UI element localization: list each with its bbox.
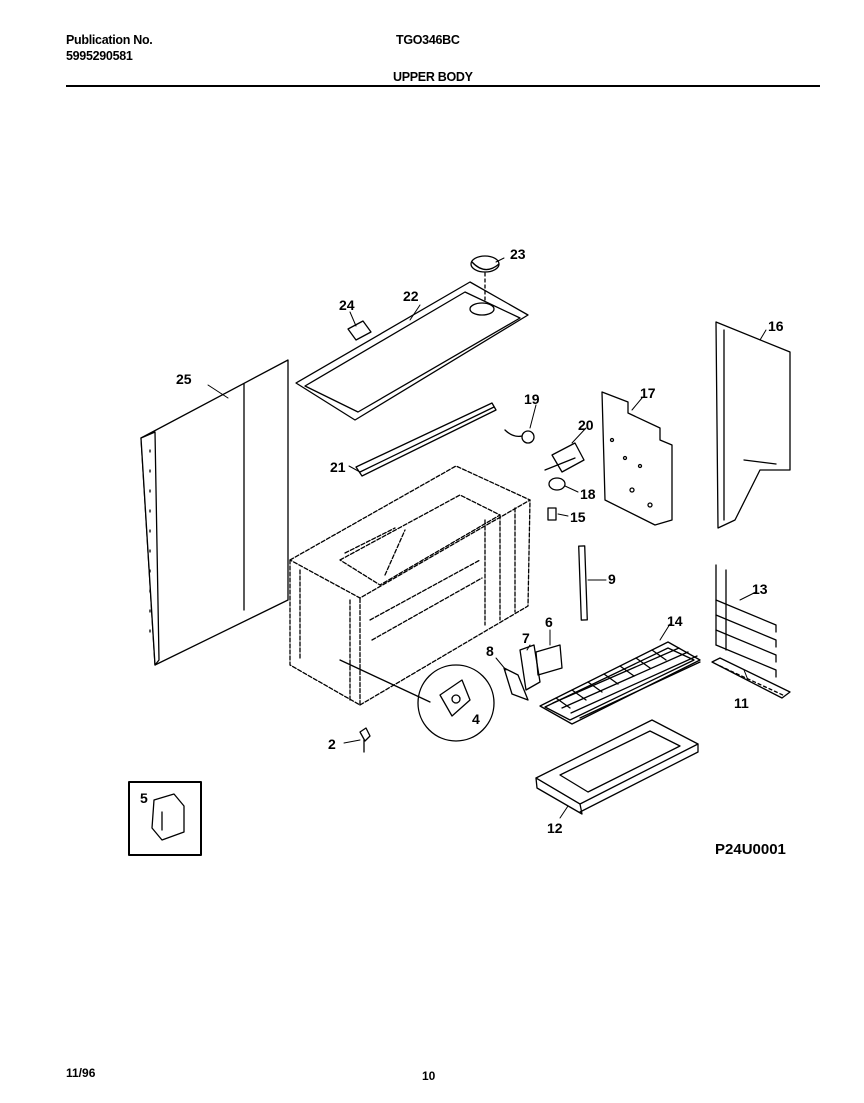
part-18-valve-knob	[548, 477, 566, 491]
callout-17: 17	[640, 385, 656, 401]
callout-5: 5	[140, 790, 148, 806]
callout-13: 13	[752, 581, 768, 597]
callout-16: 16	[768, 318, 784, 334]
callout-18: 18	[580, 486, 596, 502]
part-11-bottom-bracket	[711, 657, 791, 699]
footer-date: 11/96	[66, 1066, 96, 1080]
part-22-top-cover	[295, 281, 529, 421]
part-19-igniter	[504, 429, 535, 444]
part-5-detail-box	[128, 781, 202, 856]
part-2-fastener	[359, 727, 371, 753]
part-15-clip	[547, 507, 557, 521]
part-23-cap	[470, 255, 500, 301]
part-8-bracket	[503, 667, 529, 701]
model-number: TGO346BC	[396, 33, 460, 47]
part-13-racks	[715, 564, 777, 678]
callout-9: 9	[608, 571, 616, 587]
page-number: 10	[422, 1069, 436, 1083]
callout-23: 23	[510, 246, 526, 262]
part-12-broiler-pan	[535, 719, 699, 815]
publication-number: 5995290581	[66, 49, 133, 63]
part-6-cover	[535, 644, 563, 676]
part-20-valve-box	[544, 442, 585, 473]
part-4-detail-callout	[339, 659, 495, 742]
callout-20: 20	[578, 417, 594, 433]
part-16-tall-panel	[715, 321, 791, 529]
callout-4: 4	[472, 711, 480, 727]
part-14-oven-rack	[539, 641, 701, 725]
header-rule	[66, 85, 820, 87]
publication-label: Publication No.	[66, 33, 153, 47]
callout-14: 14	[667, 613, 683, 629]
callout-22: 22	[403, 288, 419, 304]
callout-8: 8	[486, 643, 494, 659]
callout-2: 2	[328, 736, 336, 752]
main-body-frame	[289, 465, 531, 706]
part-21-rail	[355, 402, 497, 477]
callout-21: 21	[330, 459, 346, 475]
section-title: UPPER BODY	[393, 70, 473, 84]
part-24-bracket	[347, 320, 372, 341]
callout-7: 7	[522, 630, 530, 646]
leader-lines	[207, 257, 767, 819]
callout-6: 6	[545, 614, 553, 630]
callout-12: 12	[547, 820, 563, 836]
callout-24: 24	[339, 297, 355, 313]
part-25-side-panel	[140, 359, 289, 666]
callout-25: 25	[176, 371, 192, 387]
part-9-strip	[578, 545, 588, 621]
callout-19: 19	[524, 391, 540, 407]
callout-11: 11	[734, 695, 749, 711]
part-17-plate	[601, 391, 673, 526]
figure-code: P24U0001	[715, 841, 786, 858]
callout-15: 15	[570, 509, 586, 525]
